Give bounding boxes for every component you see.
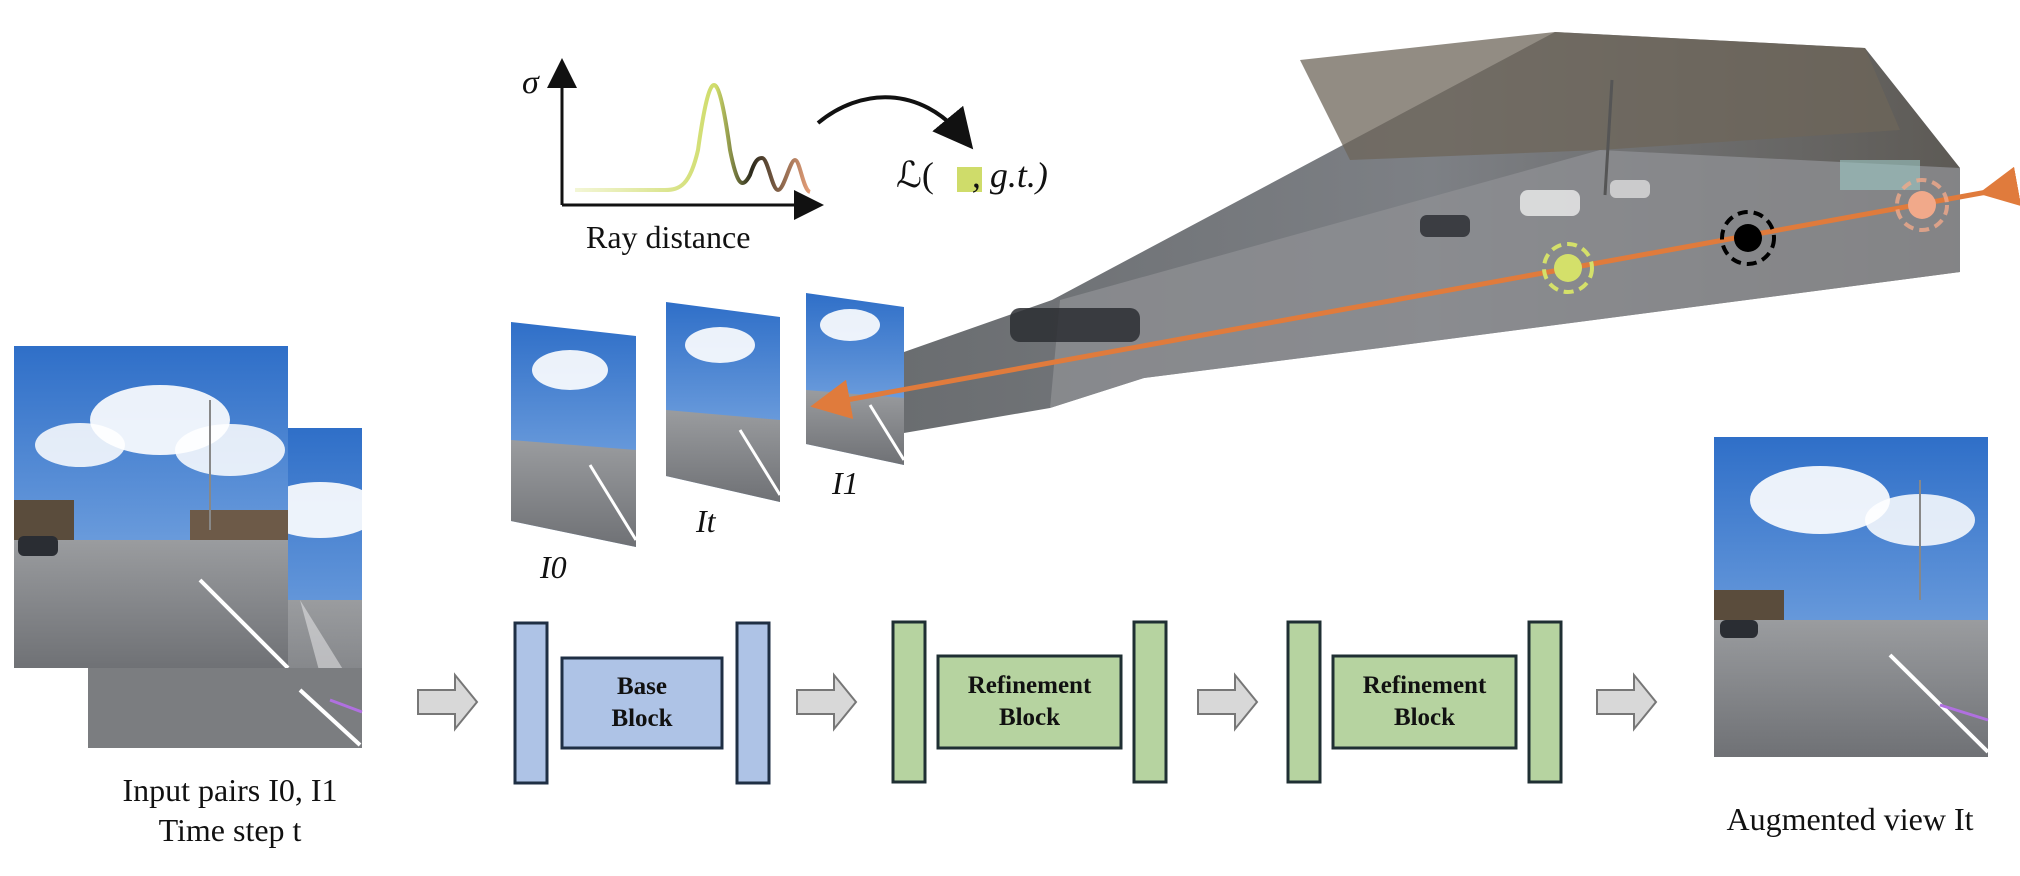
- base-block-label: Base Block: [562, 671, 722, 735]
- ref2-block-label: Refinement Block: [1333, 670, 1516, 734]
- base-right-bar: [735, 621, 771, 785]
- base-left-bar: [513, 621, 549, 785]
- camera-ray: [810, 166, 2020, 420]
- loss-label-prefix: ℒ(: [896, 155, 934, 195]
- loss-color-swatch: [957, 167, 982, 192]
- frame-i0-label: I0: [540, 549, 567, 585]
- sample-point-peach-ring: [1895, 178, 1949, 232]
- base-block-box: [560, 656, 724, 750]
- input-image-ground: [88, 668, 362, 748]
- ref2-left-bar: [1286, 620, 1322, 784]
- ref2-block-label-line2: Block: [1393, 704, 1456, 731]
- reconstructed-scene: [904, 32, 1960, 433]
- density-x-label: Ray distance: [586, 219, 751, 255]
- ref1-block-box: [936, 654, 1123, 750]
- input-label-line2: Time step t: [158, 812, 302, 848]
- base-block-label-line2: Block: [611, 705, 673, 732]
- ref1-block-label-line1: Refinement: [967, 672, 1092, 699]
- sample-point-black: [1734, 224, 1762, 252]
- frame-it-label: It: [696, 503, 716, 539]
- arrow-1: [417, 672, 479, 732]
- ref1-block-label-line2: Block: [998, 704, 1061, 731]
- sample-point-peach: [1908, 191, 1936, 219]
- arrow-2: [796, 672, 858, 732]
- ref2-right-bar: [1527, 620, 1563, 784]
- loss-label-suffix: , g.t.): [971, 155, 1048, 195]
- output-label: Augmented view It: [1726, 801, 1974, 837]
- output-image: [1714, 437, 1990, 757]
- density-plot: [547, 58, 824, 220]
- frame-it-image: [666, 302, 782, 502]
- ref1-block-label: Refinement Block: [938, 670, 1121, 734]
- sample-point-black-ring: [1720, 210, 1776, 266]
- input-label: Input pairs I0, I1 Time step t: [40, 770, 420, 850]
- sample-point-yellow: [1554, 254, 1582, 282]
- input-label-line1: Input pairs I0, I1: [122, 772, 338, 808]
- ref1-right-bar: [1132, 620, 1168, 784]
- ref2-block-label-line1: Refinement: [1362, 672, 1487, 699]
- ref1-left-bar: [891, 620, 927, 784]
- base-block-label-line1: Base: [617, 673, 667, 700]
- input-image-i0: [14, 346, 290, 670]
- sample-point-yellow-ring: [1542, 242, 1594, 294]
- density-curve: [575, 82, 812, 194]
- ray-sample-points: [1542, 178, 1949, 294]
- frame-i1-label: I1: [832, 465, 859, 501]
- arrow-3: [1197, 672, 1259, 732]
- pipeline-arrows: [417, 672, 1658, 732]
- arrow-4: [1596, 672, 1658, 732]
- pipeline-blocks: [513, 620, 1563, 785]
- loss-arrow: [816, 95, 974, 150]
- frame-i1-image: [806, 293, 906, 465]
- frame-i0-image: [511, 322, 638, 547]
- density-y-label: σ: [522, 64, 539, 101]
- ref2-block-box: [1331, 654, 1518, 750]
- loss-label: ℒ( , g.t.): [896, 156, 1048, 194]
